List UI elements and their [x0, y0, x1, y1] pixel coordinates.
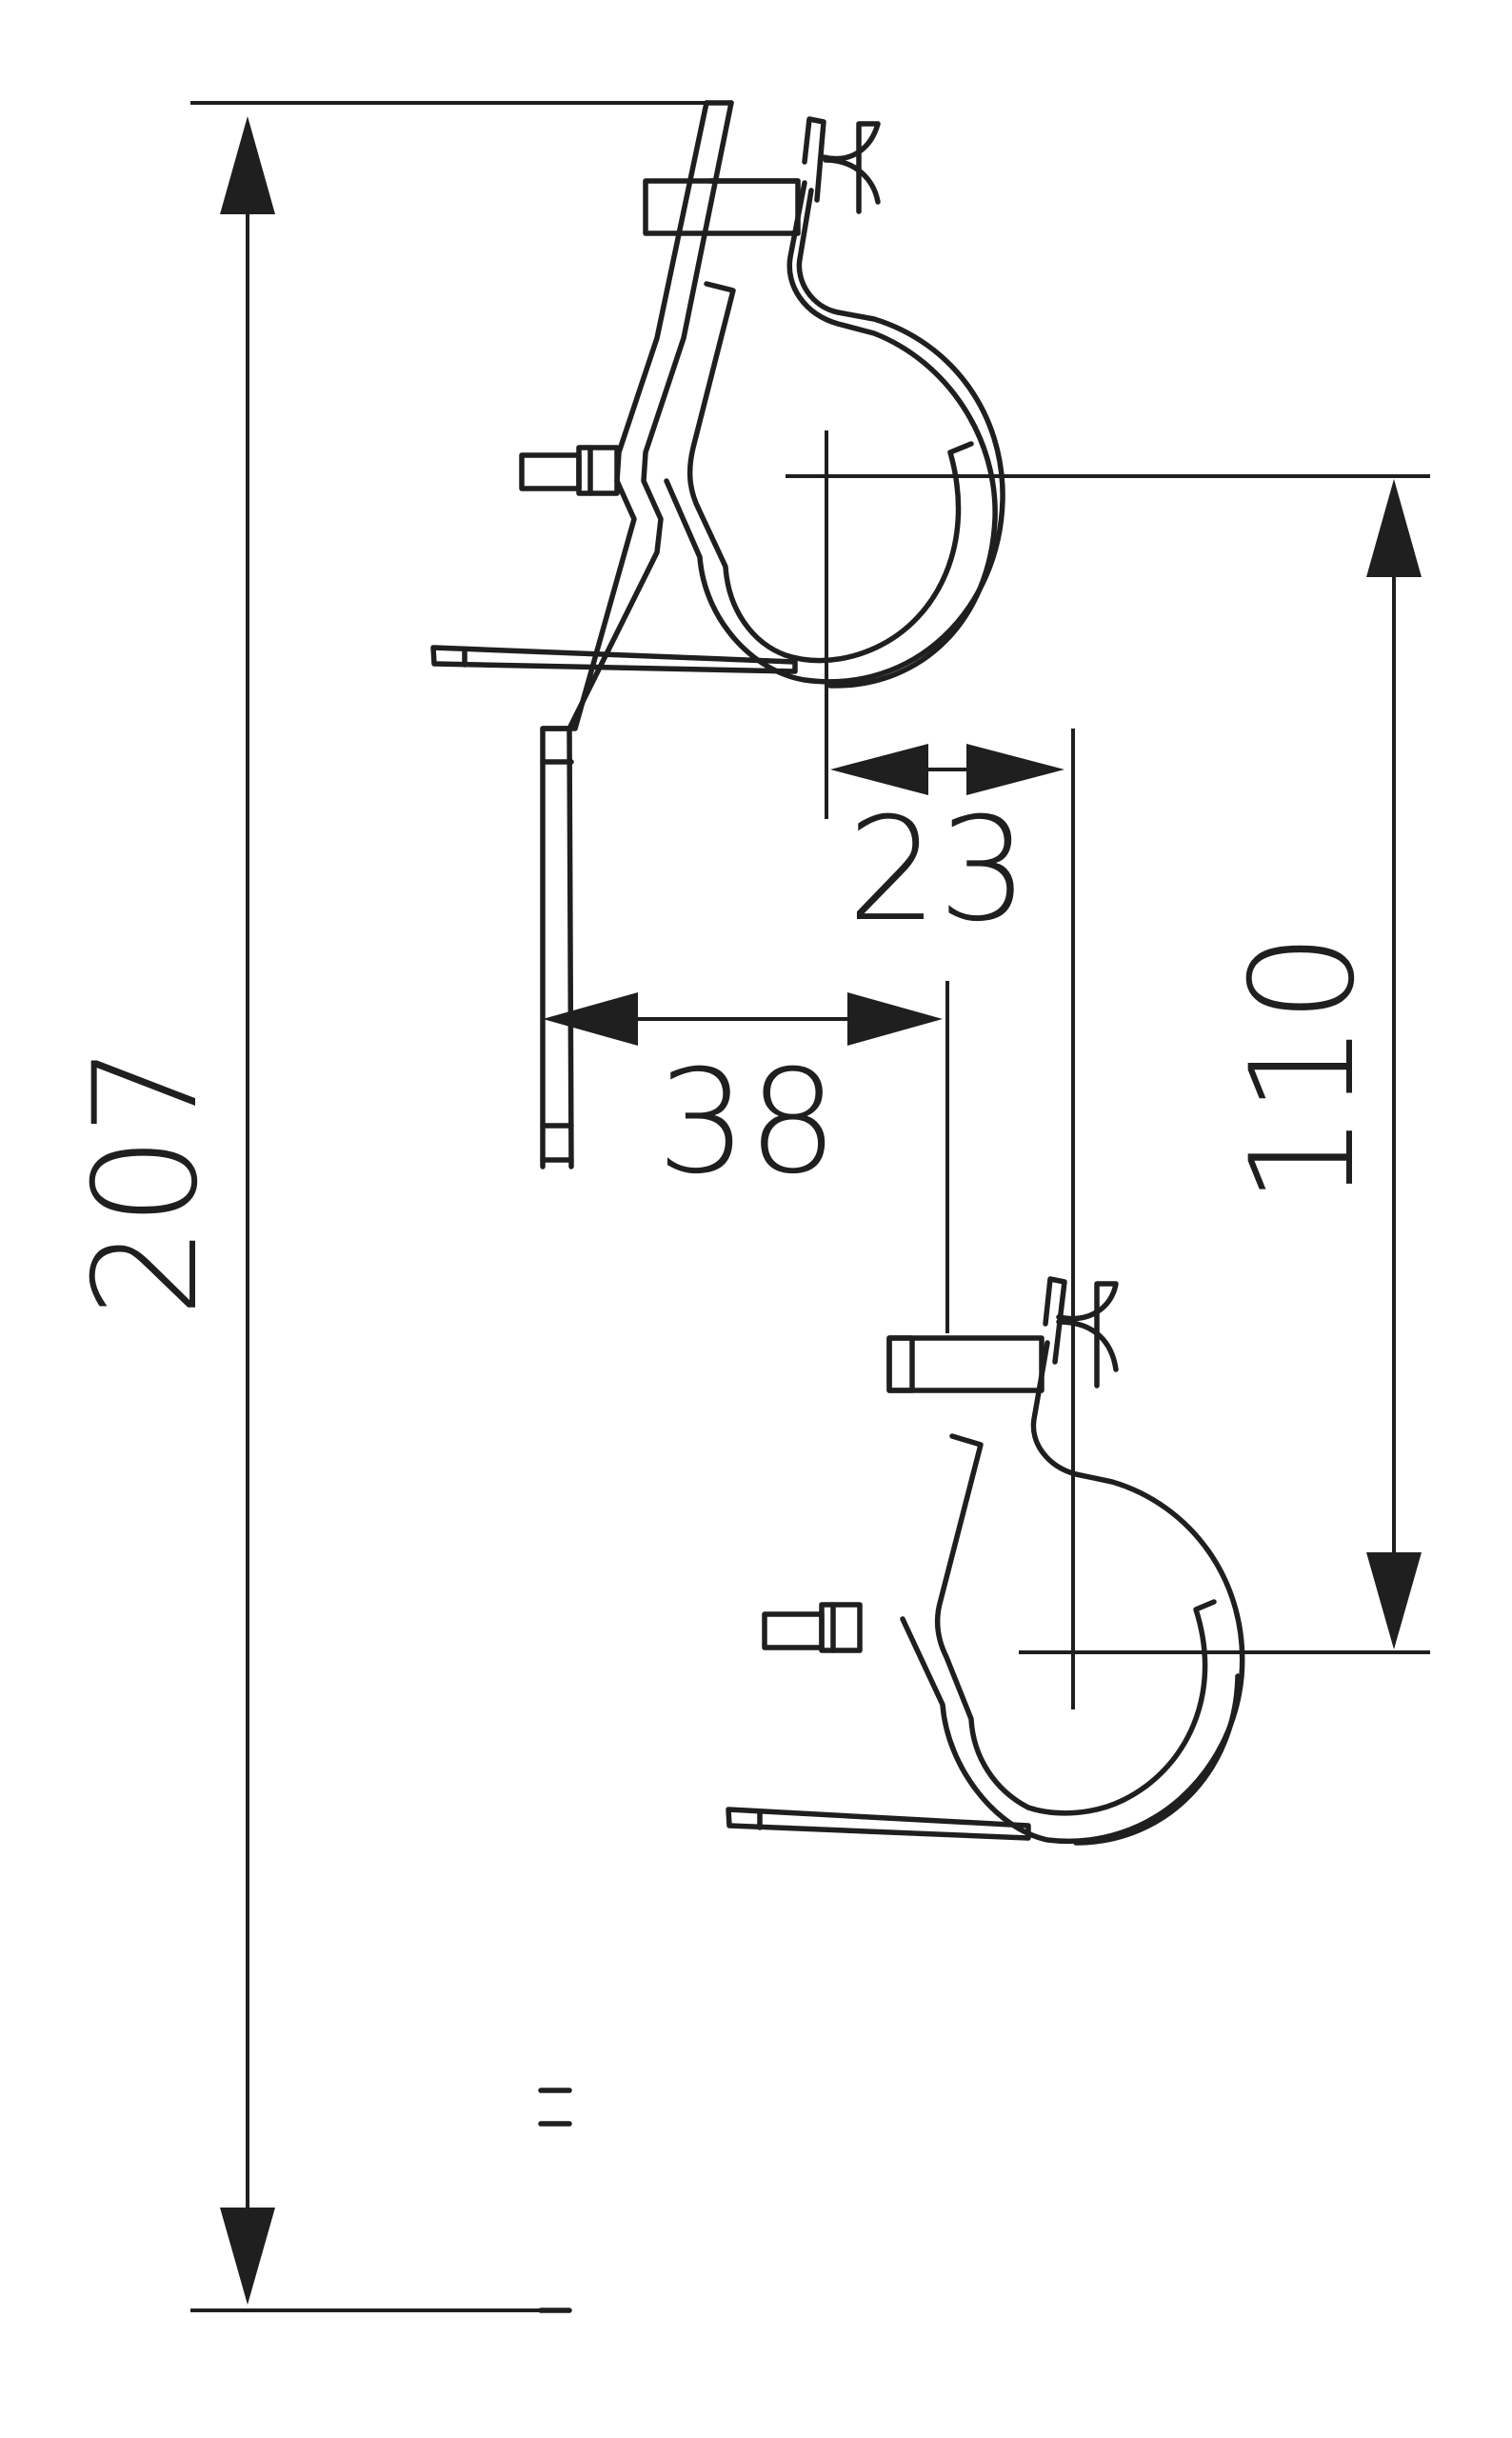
dimension-label-207: 207 [64, 1045, 229, 1317]
dimension-23: 23 [830, 744, 1064, 953]
arrow-left [543, 992, 638, 1046]
dimension-110: 110 [1221, 479, 1422, 1649]
dimension-label-23: 23 [847, 788, 1029, 953]
dimension-label-38: 38 [657, 1040, 839, 1206]
upper-pipe-clamp [430, 116, 1005, 689]
lower-pipe-clamp [726, 1276, 1245, 1846]
arrow-up [1366, 479, 1422, 577]
arrow-right [966, 744, 1064, 795]
dimension-label-110: 110 [1221, 932, 1386, 1205]
arrow-up [220, 116, 275, 214]
arrow-down [1366, 1552, 1422, 1649]
extension-lines [190, 101, 1430, 2312]
dimension-38: 38 [543, 992, 943, 1206]
arrow-left [830, 744, 928, 795]
bracket-body [538, 100, 734, 2313]
arrow-right [847, 992, 943, 1046]
arrow-down [220, 2208, 275, 2305]
dimension-207: 207 [64, 116, 275, 2305]
